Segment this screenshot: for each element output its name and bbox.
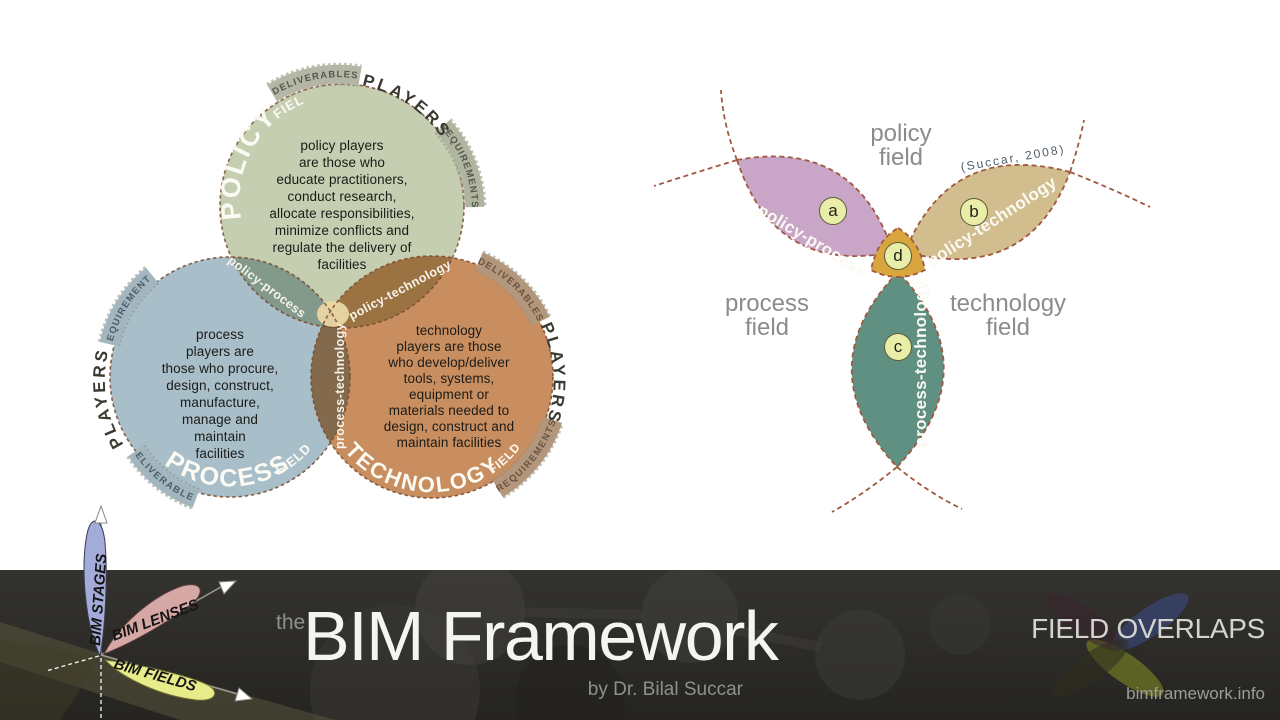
olive-shadow [0, 640, 102, 720]
policy-desc-line: policy players [300, 138, 384, 153]
policy-field-label: policy field [826, 122, 976, 170]
policy-field-line: policy [870, 120, 932, 147]
technology-circle [311, 256, 553, 498]
policy-process-lens [735, 155, 895, 257]
page-title: BIM Framework [303, 597, 779, 675]
pinwheel-logo [1046, 593, 1189, 697]
overlap-badge-c: c [884, 333, 912, 361]
process-desc-line: maintain [194, 429, 246, 444]
technology-desc-line: who develop/deliver [388, 355, 510, 370]
process-desc-line: players are [186, 344, 254, 359]
technology-field-line: technology [949, 290, 1067, 317]
policy-desc-line: minimize conflicts and [274, 223, 410, 238]
bim-stages-label: BIM STAGES [87, 553, 110, 646]
process-circle [110, 257, 350, 497]
policy-desc-line: educate practitioners, [276, 172, 408, 187]
policy-desc-line: regulate the delivery of [272, 240, 412, 255]
policy-desc-line: allocate responsibilities, [269, 206, 415, 221]
process-technology-lens-label: process-technology [911, 280, 930, 448]
process-desc-line: those who procure, [161, 361, 279, 376]
technology-desc-line: design, construct and [383, 419, 515, 434]
technology-desc-line: tools, systems, [403, 371, 495, 386]
technology-field-label: technology field [933, 292, 1083, 340]
policy-desc-line: conduct research, [287, 189, 397, 204]
overlap-badge-a: a [819, 197, 847, 225]
technology-desc-line: materials needed to [388, 403, 510, 418]
footer-decorations [310, 570, 1189, 720]
process-desc-line: facilities [195, 446, 245, 461]
process-desc-line: design, construct, [166, 378, 274, 393]
process-desc-line: process [196, 327, 244, 342]
process-desc-line: manage and [181, 412, 259, 427]
field-interactions-venn: DELIVERABLES REQUIREMENTS REQUIREMENTS D… [60, 50, 566, 530]
axis-arrowheads [94, 504, 254, 702]
technology-desc-line: technology [415, 323, 483, 338]
process-field-line: field [744, 314, 790, 341]
process-field-label: process field [692, 292, 842, 340]
overlap-badge-b: b [960, 198, 988, 226]
topic-title: FIELD OVERLAPS [1031, 613, 1265, 644]
dashed-field-arcs [653, 89, 1151, 513]
technology-desc-line: equipment or [409, 387, 489, 402]
technology-description: technology players are those who develop… [349, 323, 549, 451]
process-description: process players are those who procure, d… [120, 326, 320, 462]
title-prefix: the [276, 611, 306, 634]
policy-desc-line: facilities [317, 257, 367, 272]
process-technology-overlap-label: process-technology [333, 323, 347, 449]
byline: by Dr. Bilal Succar [587, 679, 743, 700]
process-technology-lens [850, 270, 945, 469]
process-desc-line: manufacture, [180, 395, 260, 410]
overlap-badge-d: d [884, 242, 912, 270]
molecule-decoration [310, 570, 990, 720]
bim-fields-petal [103, 659, 216, 701]
policy-description: policy players are those who educate pra… [242, 137, 442, 273]
technology-field-line: field [985, 314, 1031, 341]
policy-desc-line: are those who [298, 155, 386, 170]
technology-desc-line: maintain facilities [396, 435, 502, 450]
process-field-line: process [724, 290, 810, 317]
venn-circles [110, 84, 553, 498]
axis-dashed-continuations [45, 655, 102, 719]
bim-lenses-petal [102, 584, 201, 655]
bim-framework-axes: BIM STAGES BIM LENSES BIM FIELDS [0, 504, 335, 720]
technology-desc-line: players are those [396, 339, 502, 354]
website-label: bimframework.info [1126, 684, 1265, 703]
policy-field-line: field [878, 144, 924, 171]
